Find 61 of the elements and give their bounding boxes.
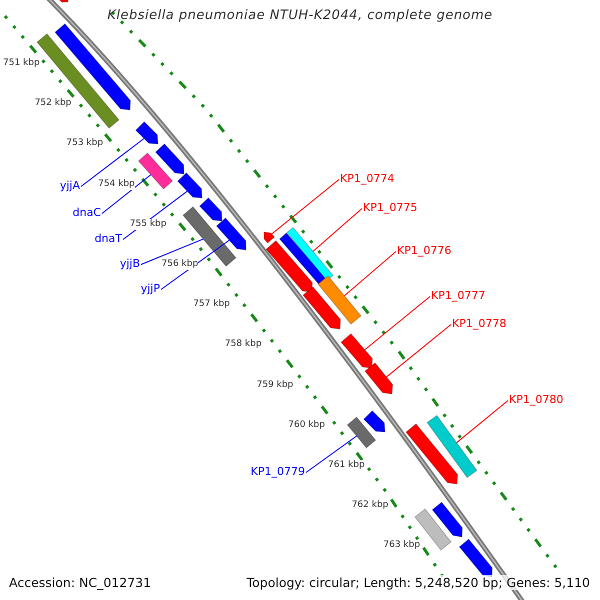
gene-label: KP1_0780	[509, 393, 564, 406]
position-label: 754 kbp	[98, 178, 135, 190]
gene-label: yjjB	[120, 257, 140, 270]
position-label: 759 kbp	[256, 380, 294, 391]
leader-line	[306, 436, 358, 473]
leader-line	[271, 179, 340, 234]
leader-line	[456, 400, 508, 444]
accession-label: Accession: NC_012731	[9, 575, 152, 590]
leader-line	[140, 238, 204, 265]
gene-label: KP1_0777	[431, 289, 486, 302]
gene-feature	[177, 172, 202, 198]
map-title: Klebsiella pneumoniae NTUH-K2044, complete genome	[106, 8, 494, 23]
gene-bar	[426, 414, 478, 478]
gene-label: KP1_0779	[250, 465, 305, 478]
gene-feature	[199, 197, 222, 222]
gene-label: dnaC	[72, 206, 101, 219]
gene-label: KP1_0774	[340, 172, 394, 185]
position-label: 752 kbp	[34, 98, 72, 110]
position-label: 760 kbp	[288, 420, 325, 431]
gene-bar	[138, 152, 174, 190]
position-label: 761 kbp	[328, 460, 365, 471]
gene-label: KP1_0775	[363, 201, 418, 214]
gene-feature	[432, 502, 463, 538]
gene-bar	[182, 206, 237, 267]
gene-feature	[155, 143, 184, 174]
leader-line	[102, 174, 152, 214]
gene-bar	[279, 232, 326, 284]
position-label: 753 kbp	[66, 138, 104, 150]
leader-line	[312, 208, 362, 252]
gene-feature	[405, 423, 458, 484]
gene-label: KP1_0778	[452, 317, 506, 330]
gene-feature	[364, 362, 394, 394]
gene-label: yjjA	[60, 179, 80, 192]
gene-feature	[58, 0, 69, 3]
position-label: 755 kbp	[130, 218, 166, 230]
gene-feature	[340, 333, 373, 368]
position-label: 762 kbp	[352, 500, 388, 512]
leader-line	[364, 296, 430, 350]
gene-label: dnaT	[94, 232, 122, 245]
gene-bar	[317, 275, 362, 325]
leader-line	[160, 240, 230, 290]
gene-label: yjjP	[140, 282, 160, 295]
gene-feature	[363, 410, 386, 432]
position-label: 756 kbp	[162, 259, 198, 270]
gene-feature	[264, 232, 275, 244]
gene-label: KP1_0776	[397, 244, 452, 257]
gene-feature	[458, 538, 493, 578]
gene-feature	[266, 240, 313, 292]
position-label: 757 kbp	[193, 299, 230, 310]
gene-feature	[54, 23, 131, 110]
gene-feature	[302, 286, 341, 330]
position-label: 751 kbp	[3, 58, 40, 69]
gene-bar	[346, 416, 376, 448]
position-label: 763 kbp	[383, 540, 420, 552]
leader-line	[344, 251, 396, 296]
leader-line	[386, 324, 452, 378]
gene-feature	[216, 217, 246, 250]
leader-line	[80, 138, 144, 187]
genome-stats: Topology: circular; Length: 5,248,520 bp; Genes: 5,110	[246, 575, 590, 590]
gene-feature	[135, 121, 158, 144]
position-label: 758 kbp	[224, 339, 262, 350]
